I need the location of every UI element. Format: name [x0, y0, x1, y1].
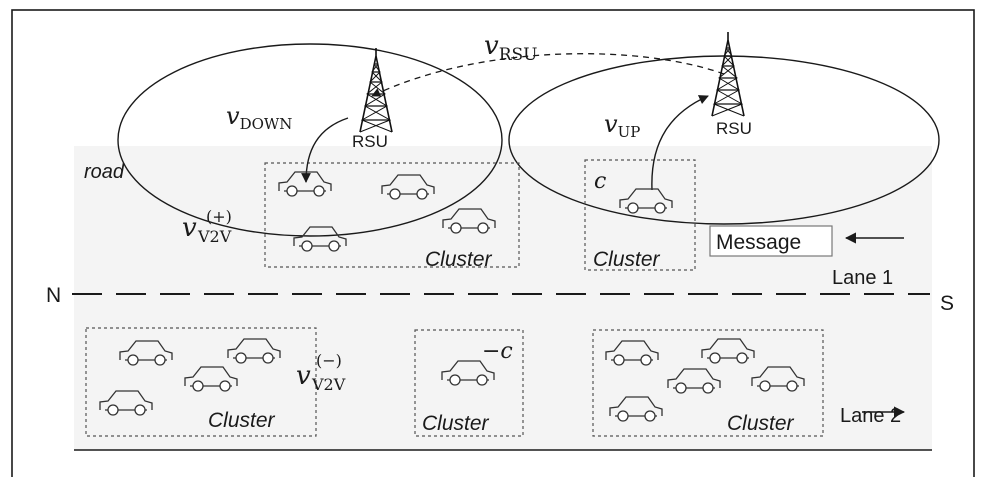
v-down-label: vDOWN	[226, 102, 292, 133]
road-surface	[74, 146, 932, 450]
cluster-box-top-left	[264, 162, 520, 268]
v-v2v-plus-base: v	[182, 213, 197, 243]
v-v2v-plus-sub: V2V	[197, 227, 232, 246]
v-up-sub: UP	[618, 123, 641, 141]
message-box	[709, 225, 833, 257]
north-label: N	[46, 284, 61, 307]
cluster-label: Cluster	[208, 409, 276, 432]
cluster-label: Cluster	[593, 248, 661, 271]
message-label: Message	[716, 231, 801, 254]
v-rsu-arrow	[371, 53, 725, 97]
v-rsu-base: v	[484, 31, 499, 61]
lane2-label: Lane 2	[840, 405, 901, 427]
cluster-box-bottom-2	[414, 329, 524, 437]
v-up-arrow	[651, 95, 709, 191]
cluster-label: Cluster	[422, 412, 490, 435]
south-label: S	[940, 292, 954, 315]
v-down-sub: DOWN	[240, 115, 293, 133]
c-label: c	[594, 169, 606, 194]
cluster-box-bottom-3	[592, 329, 824, 437]
cluster-box-top-right	[584, 159, 696, 271]
v-v2v-minus-sup: (−)	[316, 351, 342, 370]
v-down-base: v	[226, 102, 240, 130]
v-rsu-sub: RSU	[499, 45, 538, 65]
v-down-arrow	[301, 117, 349, 183]
road-label: road	[84, 161, 125, 183]
v-up-label: vUP	[604, 110, 640, 141]
v-v2v-plus-sup: (+)	[206, 207, 232, 226]
cluster-box-bottom-1	[85, 327, 317, 437]
lane1-label: Lane 1	[832, 267, 893, 289]
v-up-base: v	[604, 110, 618, 138]
cluster-label: Cluster	[425, 248, 493, 271]
rsu-coverage-left	[117, 43, 503, 237]
rsu-label: RSU	[352, 132, 388, 151]
cluster-label: Cluster	[727, 412, 795, 435]
minus-c-label: −c	[482, 339, 513, 364]
rsu-label: RSU	[716, 119, 752, 138]
v-rsu-label: vRSU	[484, 31, 537, 65]
v-v2v-minus-sub: V2V	[311, 375, 346, 394]
v-v2v-minus-base: v	[296, 361, 311, 391]
